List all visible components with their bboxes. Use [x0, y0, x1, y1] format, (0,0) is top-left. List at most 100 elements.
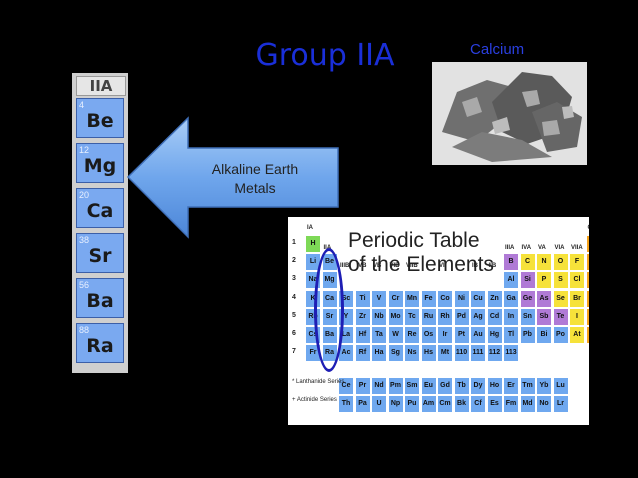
element-cell-sg: Sg — [387, 344, 404, 363]
element-cell-tc: Tc — [404, 307, 420, 326]
element-cell-ge: Ge — [519, 289, 536, 308]
group-label-iiib: IIIB — [340, 263, 350, 270]
element-cell-hf: Hf — [354, 326, 371, 344]
period-label-7: 7 — [292, 348, 296, 356]
element-cell-kr: Kr — [585, 289, 589, 308]
element-cell-ga: Ga — [503, 289, 519, 308]
element-cell-rn: Rn — [585, 326, 589, 344]
element-cell-rf: Rf — [354, 344, 371, 363]
element-cell-ir: Ir — [437, 326, 453, 344]
element-cell-os: Os — [420, 326, 437, 344]
group-header: IIA — [76, 76, 126, 96]
element-cell-he: He — [585, 235, 589, 253]
element-cell-ar: Ar — [585, 271, 589, 290]
element-cell-re: Re — [404, 326, 420, 344]
element-cell-nb: Nb — [371, 307, 387, 326]
element-cell-f: F — [569, 253, 585, 272]
element-cell-ne: Ne — [585, 253, 589, 272]
element-cell-sn: Sn — [519, 307, 536, 326]
element-cell-cu: Cu — [470, 289, 486, 308]
element-cell-bi: Bi — [536, 326, 552, 344]
calcium-label: Calcium — [470, 41, 525, 58]
element-cell-cd: Cd — [486, 307, 503, 326]
element-cell-np: Np — [387, 395, 404, 414]
element-cell-lu: Lu — [552, 377, 569, 395]
element-cell-si: Si — [519, 271, 536, 290]
element-cell-hs: Hs — [420, 344, 437, 363]
highlight-circle — [314, 248, 344, 372]
element-cell-ni: Ni — [453, 289, 470, 308]
actinide-series-label: + Actinide Series — [292, 397, 337, 404]
element-cell-lr: Lr — [552, 395, 569, 414]
group-label-ivb: IVB — [356, 263, 367, 270]
element-cell-p: P — [536, 271, 552, 290]
element-cell-mn: Mn — [404, 289, 420, 308]
element-cell-112: 112 — [486, 344, 503, 363]
element-cell-tl: Tl — [503, 326, 519, 344]
element-cell-pm: Pm — [387, 377, 404, 395]
element-cell-pb: Pb — [519, 326, 536, 344]
element-cell-c: C — [519, 253, 536, 272]
element-cell-fe: Fe — [420, 289, 437, 308]
element-cell-gd: Gd — [437, 377, 453, 395]
group-label-viia: VIIA — [571, 245, 583, 252]
element-cell-cf: Cf — [470, 395, 486, 414]
element-cell-i: I — [569, 307, 585, 326]
element-cell-ns: Ns — [404, 344, 420, 363]
element-cell-110: 110 — [453, 344, 470, 363]
element-cell-ag: Ag — [470, 307, 486, 326]
element-cell-co: Co — [437, 289, 453, 308]
element-cell-rh: Rh — [437, 307, 453, 326]
element-cell-zn: Zn — [486, 289, 503, 308]
group-label-ib: IB — [472, 263, 478, 270]
element-cell-fm: Fm — [503, 395, 519, 414]
element-cell-w: W — [387, 326, 404, 344]
group-label-va: VA — [538, 245, 546, 252]
element-cell-md: Md — [519, 395, 536, 414]
element-cell-cm: Cm — [437, 395, 453, 414]
group-label-o: O — [588, 225, 590, 231]
element-be: 4 Be — [76, 98, 124, 138]
element-cell-ta: Ta — [371, 326, 387, 344]
element-cell-al: Al — [503, 271, 519, 290]
element-cell-ru: Ru — [420, 307, 437, 326]
element-cell-cl: Cl — [569, 271, 585, 290]
element-cell-hg: Hg — [486, 326, 503, 344]
group-label-ia: IA — [307, 225, 313, 231]
element-cell-au: Au — [470, 326, 486, 344]
arrow-label: Alkaline Earth Metals — [211, 161, 299, 196]
element-cell-as: As — [536, 289, 552, 308]
periodic-table-title: Periodic Table of the Elements — [348, 229, 494, 276]
element-ca: 20 Ca — [76, 188, 124, 228]
element-cell-h: H — [305, 235, 321, 253]
element-cell-pa: Pa — [354, 395, 371, 414]
element-cell-u: U — [371, 395, 387, 414]
element-cell-zr: Zr — [354, 307, 371, 326]
element-cell-es: Es — [486, 395, 503, 414]
element-cell-pu: Pu — [404, 395, 420, 414]
group-label-vb: VB — [373, 263, 382, 270]
element-cell-111: 111 — [470, 344, 486, 363]
element-ra: 88 Ra — [76, 323, 124, 363]
element-cell-tm: Tm — [519, 377, 536, 395]
element-cell-ti: Ti — [354, 289, 371, 308]
element-cell-nd: Nd — [371, 377, 387, 395]
slide-title: Group IIA — [255, 38, 395, 73]
element-cell-113: 113 — [503, 344, 519, 363]
element-cell-b: B — [503, 253, 519, 272]
period-label-6: 6 — [292, 330, 296, 337]
element-ba: 56 Ba — [76, 278, 124, 318]
element-cell-o: O — [552, 253, 569, 272]
element-cell-ho: Ho — [486, 377, 503, 395]
element-cell-yb: Yb — [536, 377, 552, 395]
period-label-5: 5 — [292, 311, 296, 319]
period-label-3: 3 — [292, 275, 296, 283]
element-cell-th: Th — [338, 395, 354, 414]
group-label-vib: VIB — [389, 263, 400, 270]
element-cell-xe: Xe — [585, 307, 589, 326]
element-cell-ce: Ce — [338, 377, 354, 395]
element-cell-no: No — [536, 395, 552, 414]
group-label-viib: VIIB — [406, 263, 418, 270]
group-label-vii: VII — [439, 263, 447, 270]
element-cell-er: Er — [503, 377, 519, 395]
